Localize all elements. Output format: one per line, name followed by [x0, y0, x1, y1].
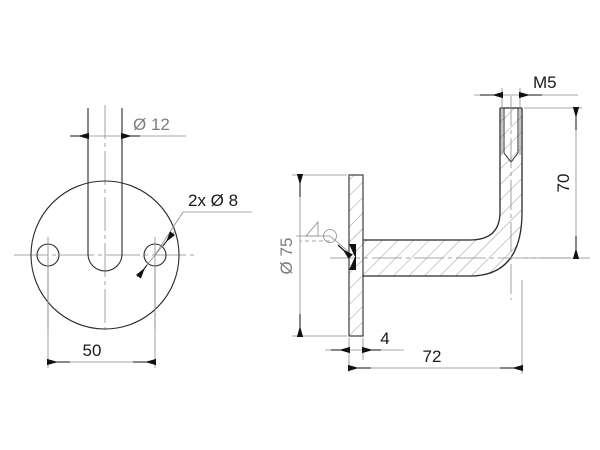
holes-label: 2x Ø 8: [188, 191, 238, 210]
hole-spacing-label: 50: [83, 341, 102, 360]
base-plate-circle: [30, 180, 180, 330]
weld-all-around-icon: [323, 229, 337, 243]
thread-label: M5: [533, 73, 557, 92]
holes-arrow-upper: [162, 231, 176, 247]
weld-leader-line: [329, 235, 350, 253]
weld-arrow: [337, 244, 353, 259]
front-view: Ø 12 2x Ø 8 50: [14, 105, 252, 368]
holes-arrow-lower: [135, 264, 148, 279]
bracket-arm-outline: [363, 108, 523, 277]
plate-thickness-label: 4: [380, 329, 389, 348]
slot-diameter-label: Ø 12: [133, 115, 170, 134]
fillet-weld-triangle-icon: [305, 220, 319, 237]
plate-diameter-label: Ø 75: [277, 238, 296, 275]
arm-length-label: 72: [423, 347, 442, 366]
arm-height-label: 70: [554, 174, 573, 193]
arm-section-hatch: [363, 108, 522, 276]
weld-bead-marker: [349, 244, 356, 270]
section-view: M5 70 Ø 75 4 72: [277, 73, 590, 374]
slot-outline: [87, 108, 123, 272]
